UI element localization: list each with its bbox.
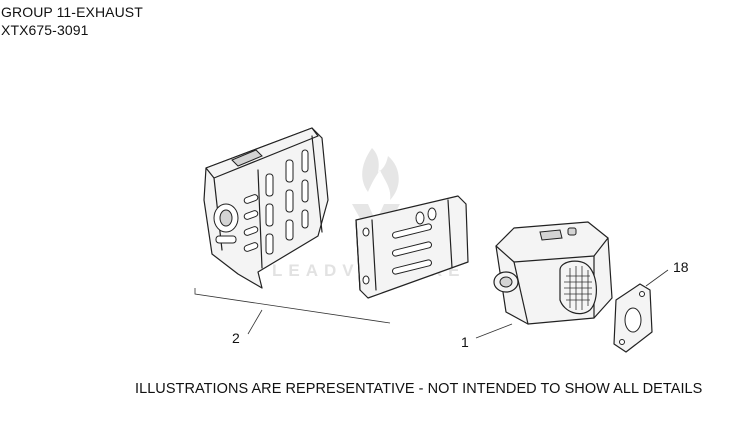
callout-1: 1 <box>461 334 469 350</box>
muffler <box>493 221 613 325</box>
leader-line-1 <box>475 323 513 339</box>
callout-2: 2 <box>232 330 240 346</box>
group-bracket-line <box>194 288 391 324</box>
leader-line-18 <box>645 269 669 287</box>
leader-line-2 <box>247 309 263 335</box>
group-title: GROUP 11-EXHAUST <box>1 4 143 20</box>
exhaust-gasket <box>613 283 653 353</box>
heat-shield-outer <box>203 127 329 289</box>
model-number: XTX675-3091 <box>1 22 89 38</box>
callout-18: 18 <box>673 259 689 275</box>
disclaimer-text: ILLUSTRATIONS ARE REPRESENTATIVE - NOT I… <box>135 381 703 397</box>
muffler-spark-screen <box>564 266 592 310</box>
heat-shield-inner <box>355 195 469 299</box>
